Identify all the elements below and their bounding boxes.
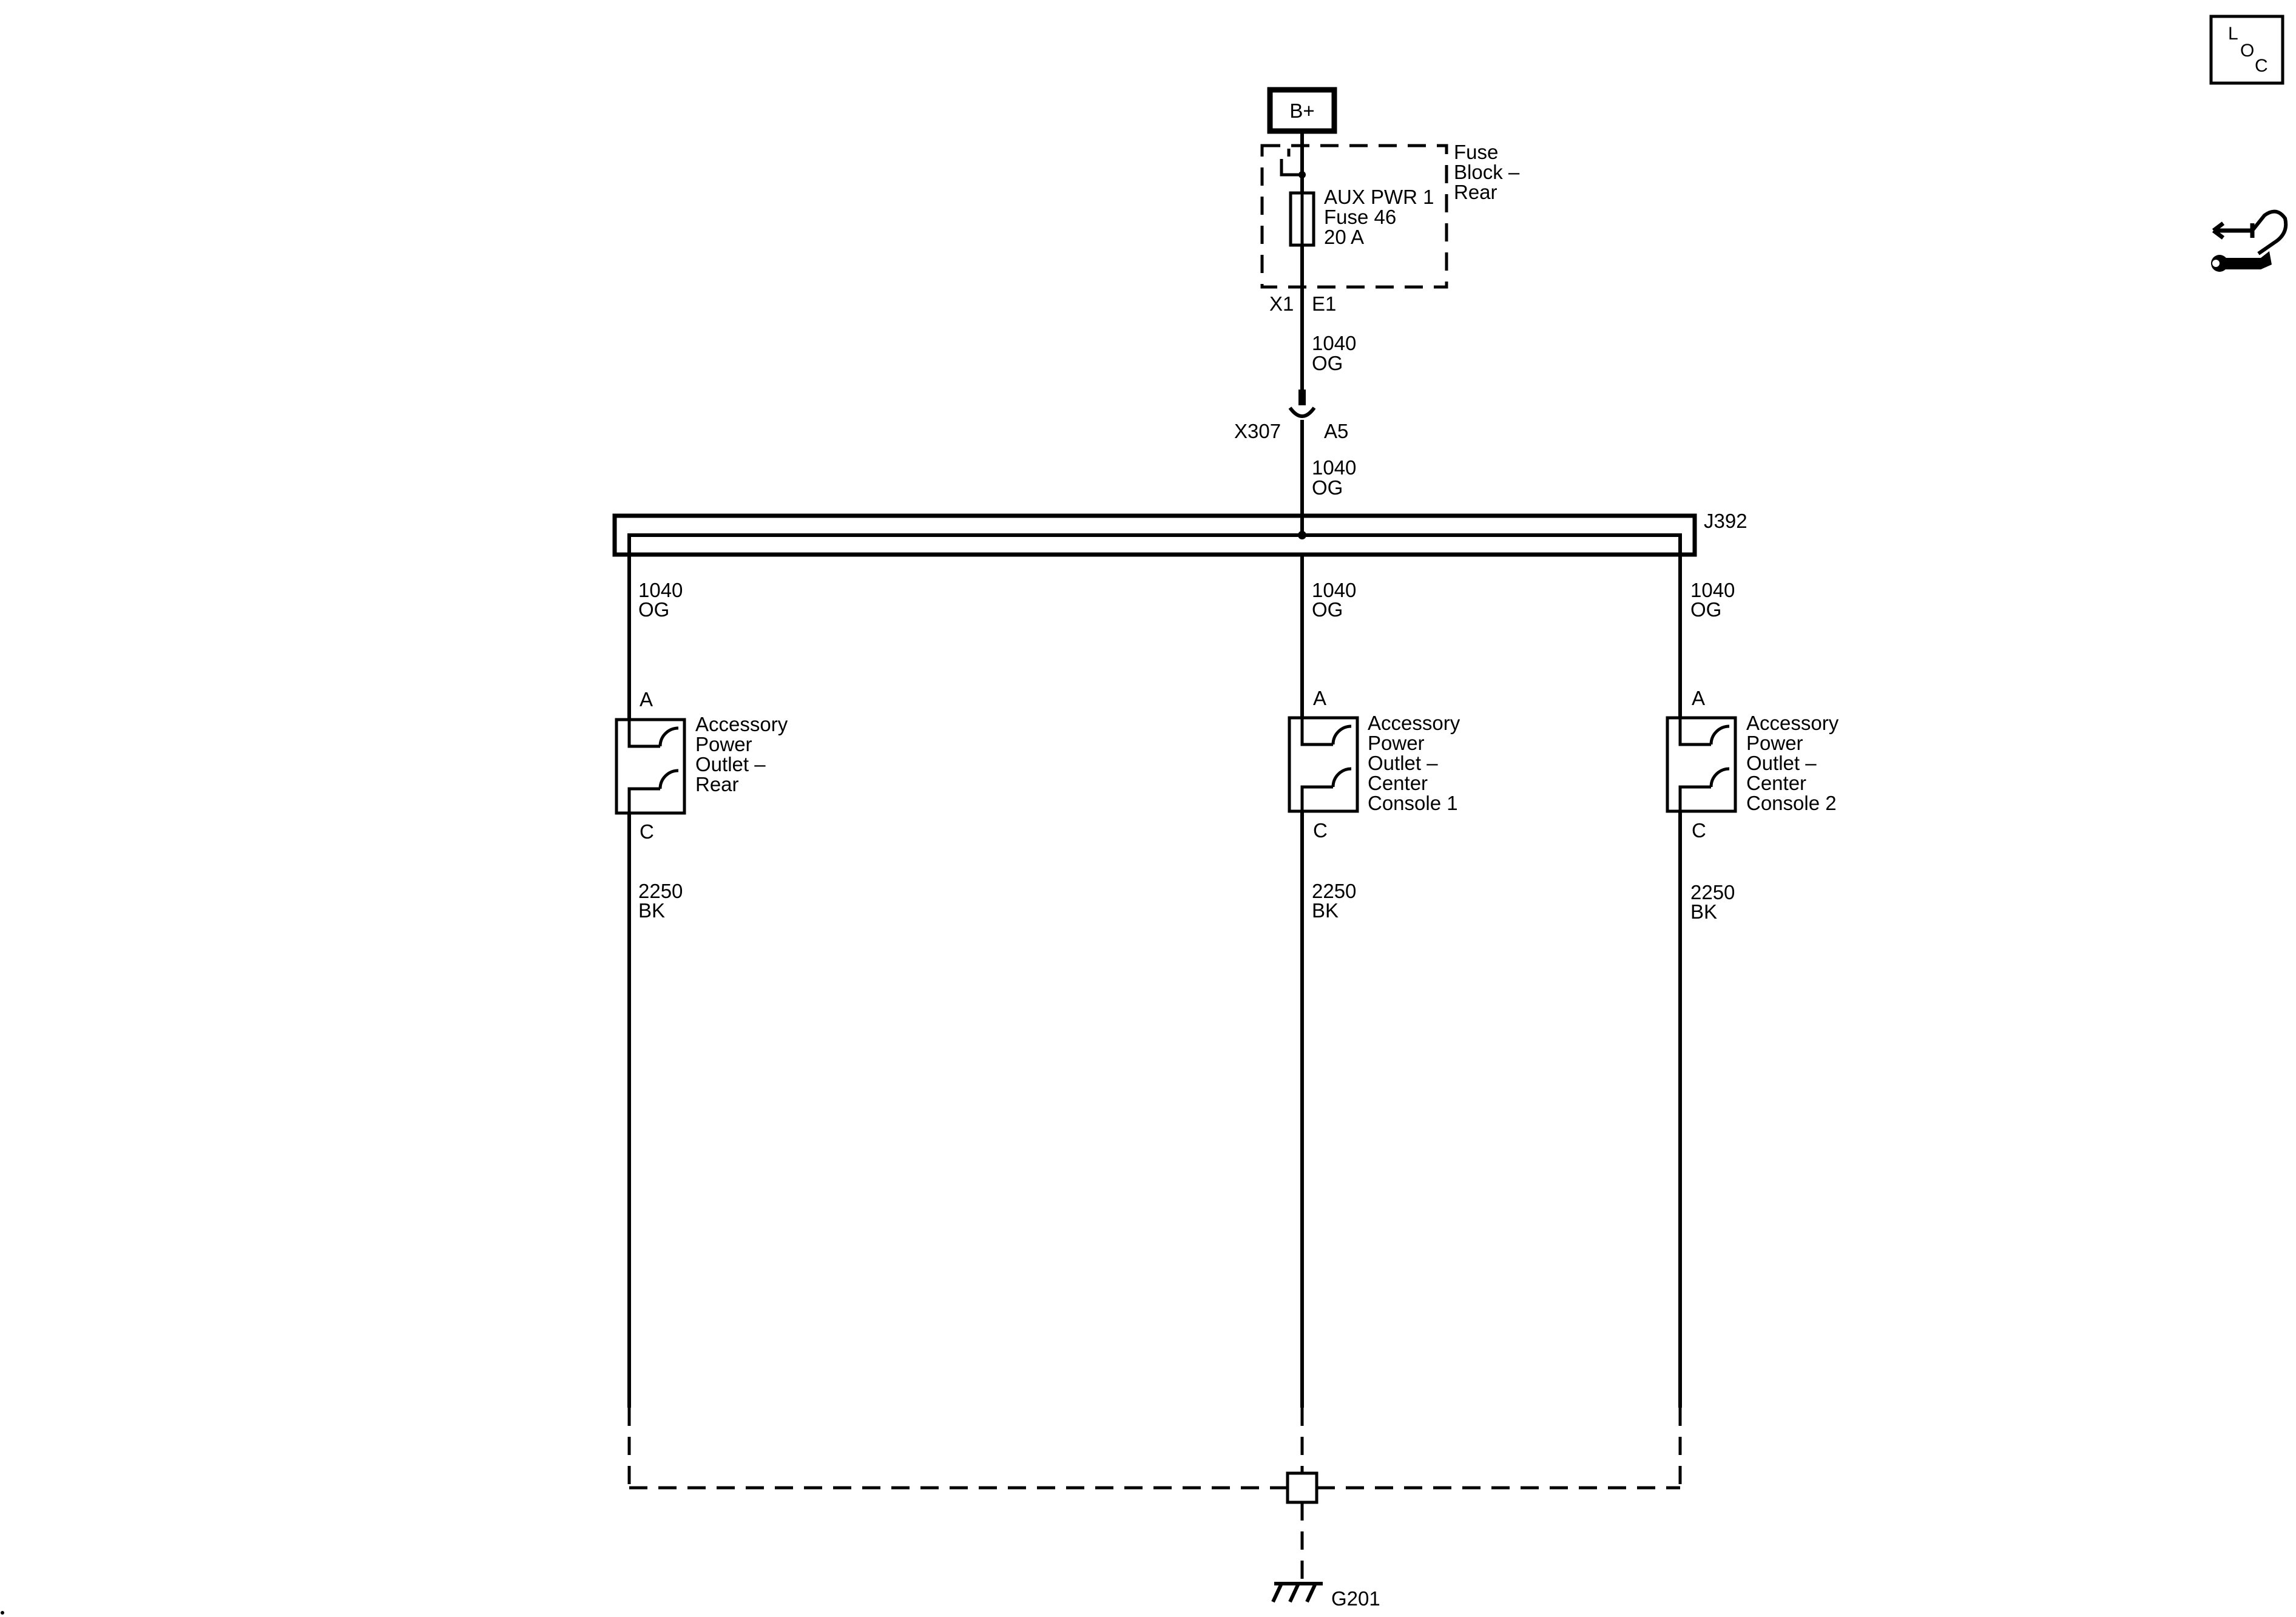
outlet-cc1-ground-color: BK bbox=[1312, 899, 1339, 922]
fuse-block-pin: E1 bbox=[1312, 292, 1336, 315]
outlet-cc2-name-line-1: Accessory bbox=[1746, 712, 1839, 734]
loc-icon-letter-o: O bbox=[2240, 41, 2254, 61]
outlet-rear-power-circuit: 1040 bbox=[638, 579, 683, 601]
outlet-rear-ground-circuit: 2250 bbox=[638, 880, 683, 902]
outlet-cc1-name-line-4: Center bbox=[1368, 772, 1428, 794]
outlet-cc1-name-line-1: Accessory bbox=[1368, 712, 1460, 734]
outlet-rear-name-line-1: Accessory bbox=[695, 713, 788, 735]
outlet-cc2-name-line-2: Power bbox=[1746, 732, 1803, 754]
outlet-cc2-power-circuit: 1040 bbox=[1690, 579, 1735, 601]
connector-x307: X307 A5 bbox=[1234, 390, 1348, 442]
outlet-cc2-name-line-4: Center bbox=[1746, 772, 1806, 794]
outlet-rear-branch: 1040 OG A Accessory Power Outlet – Rear … bbox=[615, 555, 788, 1408]
outlet-cc1-name-line-2: Power bbox=[1368, 732, 1425, 754]
outlet-cc2-ground-circuit: 2250 bbox=[1690, 881, 1735, 903]
fuse-46: AUX PWR 1 Fuse 46 20 A bbox=[1289, 186, 1434, 248]
outlet-rear-ground-color: BK bbox=[638, 899, 665, 922]
feed-wire-color: OG bbox=[1312, 352, 1343, 374]
outlet-cc1-name-line-5: Console 1 bbox=[1368, 792, 1458, 814]
outlet-center-console-2-branch: 1040 OG A Accessory Power Outlet – Cente… bbox=[1666, 555, 1839, 1408]
feed-wire-circuit-2: 1040 bbox=[1312, 456, 1356, 479]
fuse-block-name-line-3: Rear bbox=[1454, 181, 1497, 203]
outlet-cc2-pin-top: A bbox=[1692, 687, 1705, 709]
outlet-cc2-symbol bbox=[1666, 716, 1737, 813]
outlet-rear-pin-top: A bbox=[640, 688, 653, 711]
outlet-rear-name-line-4: Rear bbox=[695, 773, 739, 795]
outlet-cc1-symbol bbox=[1288, 716, 1359, 813]
outlet-cc2-name-line-3: Outlet – bbox=[1746, 752, 1817, 774]
feed-wire-color-2: OG bbox=[1312, 476, 1343, 499]
outlet-cc1-power-color: OG bbox=[1312, 598, 1343, 621]
outlet-cc2-ground-color: BK bbox=[1690, 900, 1717, 923]
battery-source-label: B+ bbox=[1289, 100, 1314, 122]
fuse-label-line-1: AUX PWR 1 bbox=[1324, 186, 1434, 208]
outlet-cc1-pin-bottom: C bbox=[1313, 819, 1328, 842]
splice-pack-j392: J392 bbox=[612, 510, 1747, 557]
connector-x307-pin: A5 bbox=[1324, 420, 1348, 442]
outlet-rear-power-color: OG bbox=[638, 598, 669, 621]
outlet-cc2-power-color: OG bbox=[1690, 598, 1721, 621]
edge-mark bbox=[1, 1611, 4, 1615]
fuse-block-name-line-2: Block – bbox=[1454, 161, 1520, 183]
ground-g201-label: G201 bbox=[1331, 1587, 1380, 1610]
outlet-center-console-1-branch: 1040 OG A Accessory Power Outlet – Cente… bbox=[1288, 555, 1460, 1408]
outlet-rear-name-line-2: Power bbox=[695, 733, 752, 755]
outlet-cc1-pin-top: A bbox=[1313, 687, 1326, 709]
feed-wire-circuit: 1040 bbox=[1312, 332, 1356, 354]
splice-pack-name: J392 bbox=[1704, 510, 1747, 532]
fuse-block-rear: Fuse Block – Rear bbox=[1260, 141, 1520, 289]
loc-icon-letter-l: L bbox=[2228, 24, 2238, 44]
ground-splice-node bbox=[1286, 1471, 1319, 1504]
loc-icon-letter-c: C bbox=[2255, 56, 2268, 76]
fuse-block-name-line-1: Fuse bbox=[1454, 141, 1498, 163]
outlet-cc1-name-line-3: Outlet – bbox=[1368, 752, 1438, 774]
fuse-label-line-3: 20 A bbox=[1324, 226, 1364, 248]
fuse-label-line-2: Fuse 46 bbox=[1324, 206, 1396, 228]
ground-g201: G201 bbox=[1271, 1582, 1380, 1610]
ground-bus bbox=[627, 1408, 1682, 1581]
outlet-rear-name-line-3: Outlet – bbox=[695, 753, 766, 775]
service-wrench-icon[interactable] bbox=[2211, 209, 2288, 272]
outlet-cc1-power-circuit: 1040 bbox=[1312, 579, 1356, 601]
outlet-rear-pin-bottom: C bbox=[640, 820, 654, 843]
battery-source: B+ bbox=[1267, 87, 1337, 134]
fuse-block-connector: X1 bbox=[1269, 292, 1294, 315]
outlet-rear-symbol bbox=[615, 718, 686, 815]
loc-icon[interactable]: L O C bbox=[2209, 15, 2284, 85]
connector-x307-name: X307 bbox=[1234, 420, 1281, 442]
outlet-cc2-name-line-5: Console 2 bbox=[1746, 792, 1837, 814]
outlet-cc2-pin-bottom: C bbox=[1692, 819, 1706, 842]
outlet-cc1-ground-circuit: 2250 bbox=[1312, 880, 1356, 902]
